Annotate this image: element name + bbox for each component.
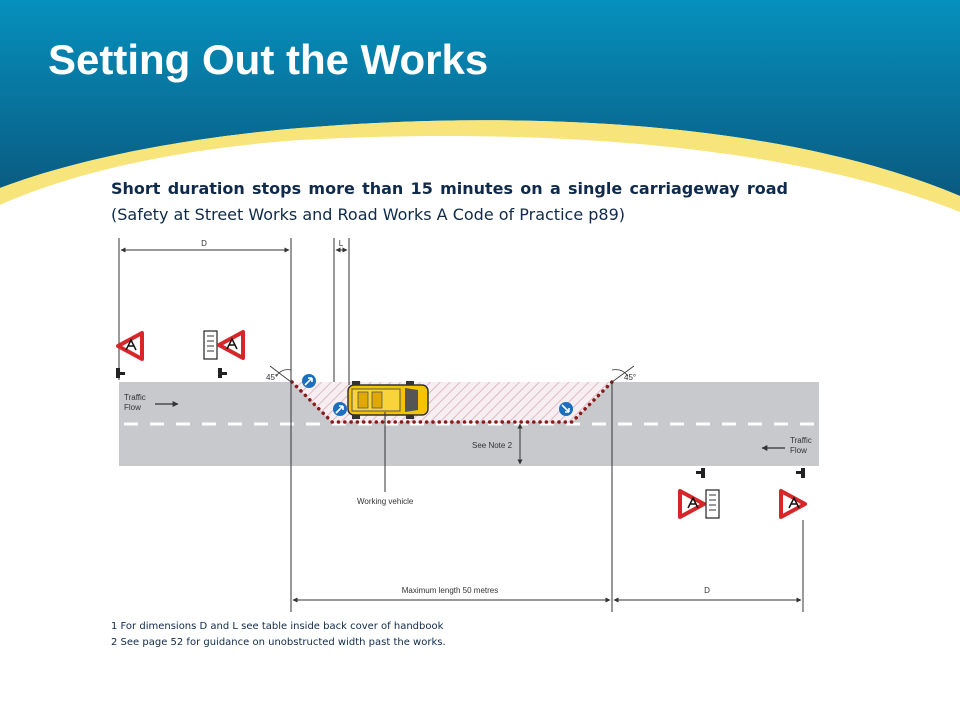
traffic-flow-right-1: Traffic bbox=[790, 436, 812, 445]
traffic-flow-left-1: Traffic bbox=[124, 393, 146, 402]
footnote-2: 2 See page 52 for guidance on unobstruct… bbox=[111, 637, 446, 648]
subtitle: Short duration stops more than 15 minute… bbox=[111, 176, 788, 228]
traffic-flow-right-2: Flow bbox=[790, 446, 807, 455]
header-band bbox=[0, 0, 960, 230]
subtitle-reference: (Safety at Street Works and Road Works A… bbox=[111, 205, 626, 224]
keep-left-sign-2 bbox=[333, 402, 347, 416]
subtitle-heading: Short duration stops more than 15 minute… bbox=[111, 179, 788, 198]
roadworks-sign-with-plate-right bbox=[678, 489, 720, 519]
angle-label-right: 45° bbox=[624, 373, 636, 382]
working-vehicle-label: Working vehicle bbox=[357, 497, 414, 506]
cone-line bbox=[290, 380, 614, 424]
page-title: Setting Out the Works bbox=[48, 36, 489, 83]
label-l: L bbox=[339, 239, 344, 248]
roadworks-sign-right bbox=[779, 489, 807, 519]
see-note-label: See Note 2 bbox=[472, 441, 513, 450]
roadworks-sign-with-plate-left bbox=[203, 330, 245, 360]
keep-left-sign-3 bbox=[559, 402, 573, 416]
label-d-bottom: D bbox=[704, 586, 710, 595]
footnotes: 1 For dimensions D and L see table insid… bbox=[111, 619, 446, 651]
label-d-top: D bbox=[201, 239, 207, 248]
keep-left-sign-1 bbox=[302, 374, 316, 388]
footnote-1: 1 For dimensions D and L see table insid… bbox=[111, 621, 444, 632]
max-length-label: Maximum length 50 metres bbox=[402, 586, 498, 595]
roadworks-sign-left bbox=[116, 331, 144, 361]
angle-label-left: 45° bbox=[266, 373, 278, 382]
working-vehicle bbox=[347, 381, 429, 419]
traffic-flow-left-2: Flow bbox=[124, 403, 141, 412]
